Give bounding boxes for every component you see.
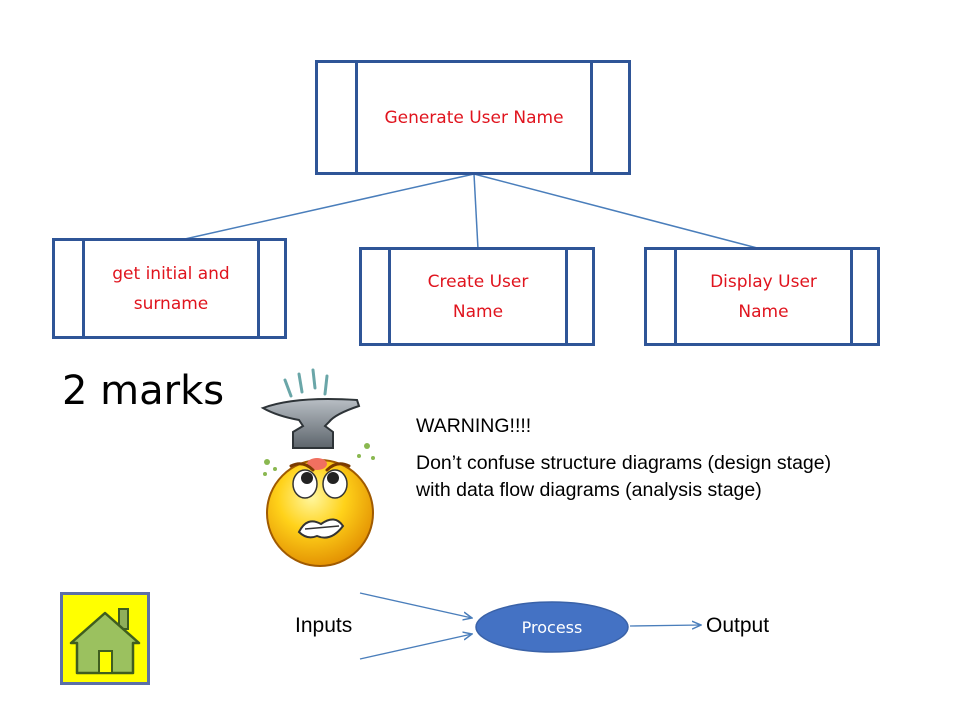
root-box-label: Generate User Name xyxy=(384,107,564,128)
root-box-generate-user-name: Generate User Name xyxy=(315,60,631,175)
home-button[interactable] xyxy=(60,592,150,685)
input-arrow-bottom xyxy=(359,634,472,660)
marks-label: 2 marks xyxy=(62,368,225,414)
connector-root-child1 xyxy=(175,173,475,242)
child-box-1-label-line2: surname xyxy=(133,293,209,314)
child-box-display-user-name: Display User Name xyxy=(644,247,880,346)
warning-body: Don’t confuse structure diagrams (design… xyxy=(416,452,832,501)
child-box-1-label-line1: get initial and xyxy=(112,263,230,284)
home-icon xyxy=(69,608,141,675)
child-box-3-label-line1: Display User xyxy=(710,271,817,292)
inputs-label: Inputs xyxy=(295,614,353,637)
connector-root-child2 xyxy=(473,173,479,250)
process-ellipse xyxy=(475,601,629,653)
child-box-get-initial-and-surname: get initial and surname xyxy=(52,238,287,339)
output-label: Output xyxy=(706,614,770,637)
warning-title: WARNING!!!! xyxy=(416,415,532,437)
child-box-2-label-line1: Create User xyxy=(427,271,529,292)
connector-root-child3 xyxy=(473,173,762,250)
child-box-3-label-line2: Name xyxy=(738,301,789,322)
warning-text: WARNING!!!! Don’t confuse structure diag… xyxy=(416,413,866,504)
anvil-falling-on-worried-face-icon xyxy=(260,368,375,567)
child-box-2-label-line2: Name xyxy=(452,301,504,322)
input-arrow-top xyxy=(359,592,472,618)
output-arrow xyxy=(629,625,701,626)
child-box-create-user-name: Create User Name xyxy=(359,247,595,346)
process-label: Process xyxy=(521,617,583,637)
